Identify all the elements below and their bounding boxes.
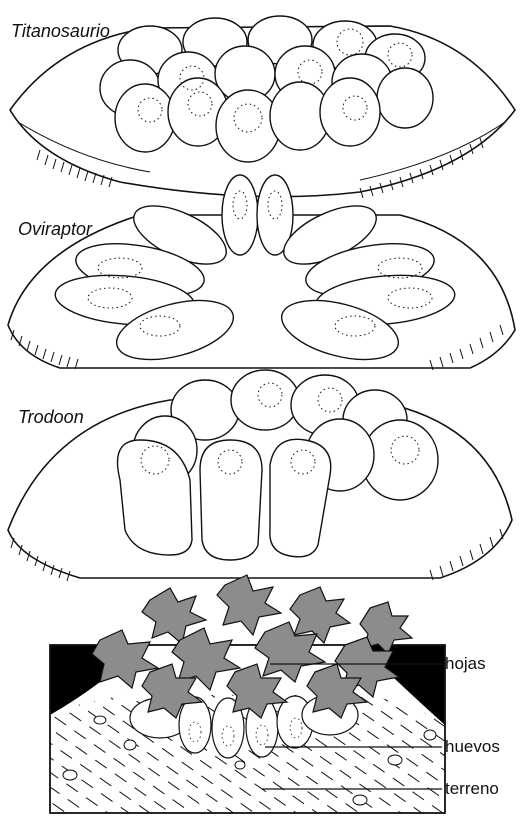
label-terreno: terreno: [445, 779, 499, 799]
label-huevos: huevos: [445, 737, 500, 757]
nest-titanosaurio: [10, 16, 515, 198]
nest-cross-section: [50, 575, 445, 813]
nest-title-titanosaurio: Titanosaurio: [11, 21, 110, 42]
nest-title-trodoon: Trodoon: [18, 407, 84, 428]
nest-trodoon: [8, 370, 512, 581]
nest-oviraptor: [8, 175, 515, 371]
label-hojas: hojas: [445, 654, 486, 674]
nest-title-oviraptor: Oviraptor: [18, 219, 92, 240]
